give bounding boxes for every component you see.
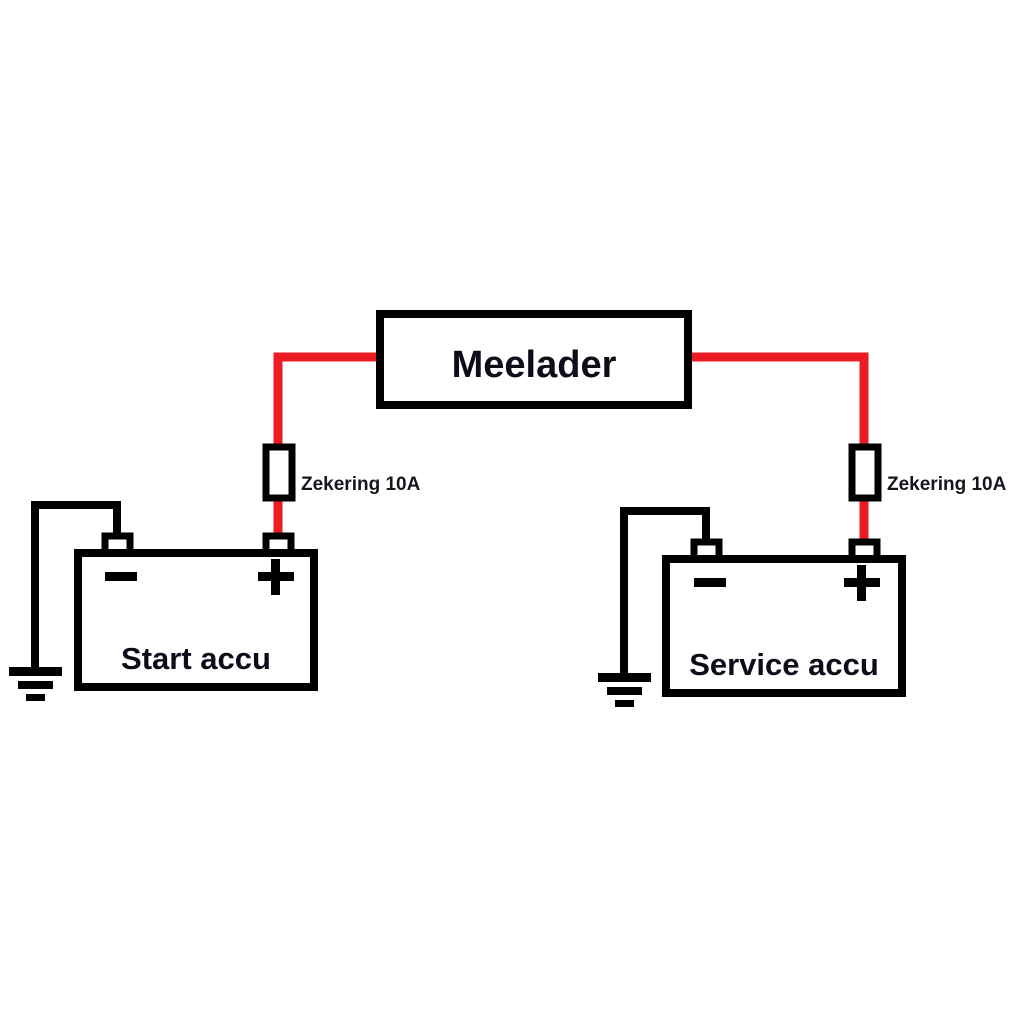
fuse-left: Zekering 10A [262,443,421,502]
battery-left-plus-icon [258,559,294,595]
battery-right-plus-icon [844,565,880,601]
positive-wire-left [273,352,381,452]
ground-symbol-right [598,673,651,707]
battery-left-minus-icon [105,572,137,581]
fuse-left-symbol [262,443,296,502]
ground-wire-right [620,507,710,676]
charger-box: Meelader [376,310,692,409]
battery-left-label: Start accu [121,641,271,676]
fuse-right: Zekering 10A [848,443,1007,502]
battery-right-label: Service accu [689,647,879,682]
battery-start-accu: Start accu [9,501,318,701]
ground-symbol-left [9,667,62,701]
positive-wire-right [685,352,869,452]
battery-service-accu: Service accu [598,507,906,707]
charger-label: Meelader [452,344,617,386]
battery-right-minus-icon [694,578,726,587]
fuse-right-label: Zekering 10A [887,474,1007,495]
fuse-right-symbol [848,443,882,502]
fuse-left-label: Zekering 10A [301,474,421,495]
ground-wire-left [31,501,121,670]
